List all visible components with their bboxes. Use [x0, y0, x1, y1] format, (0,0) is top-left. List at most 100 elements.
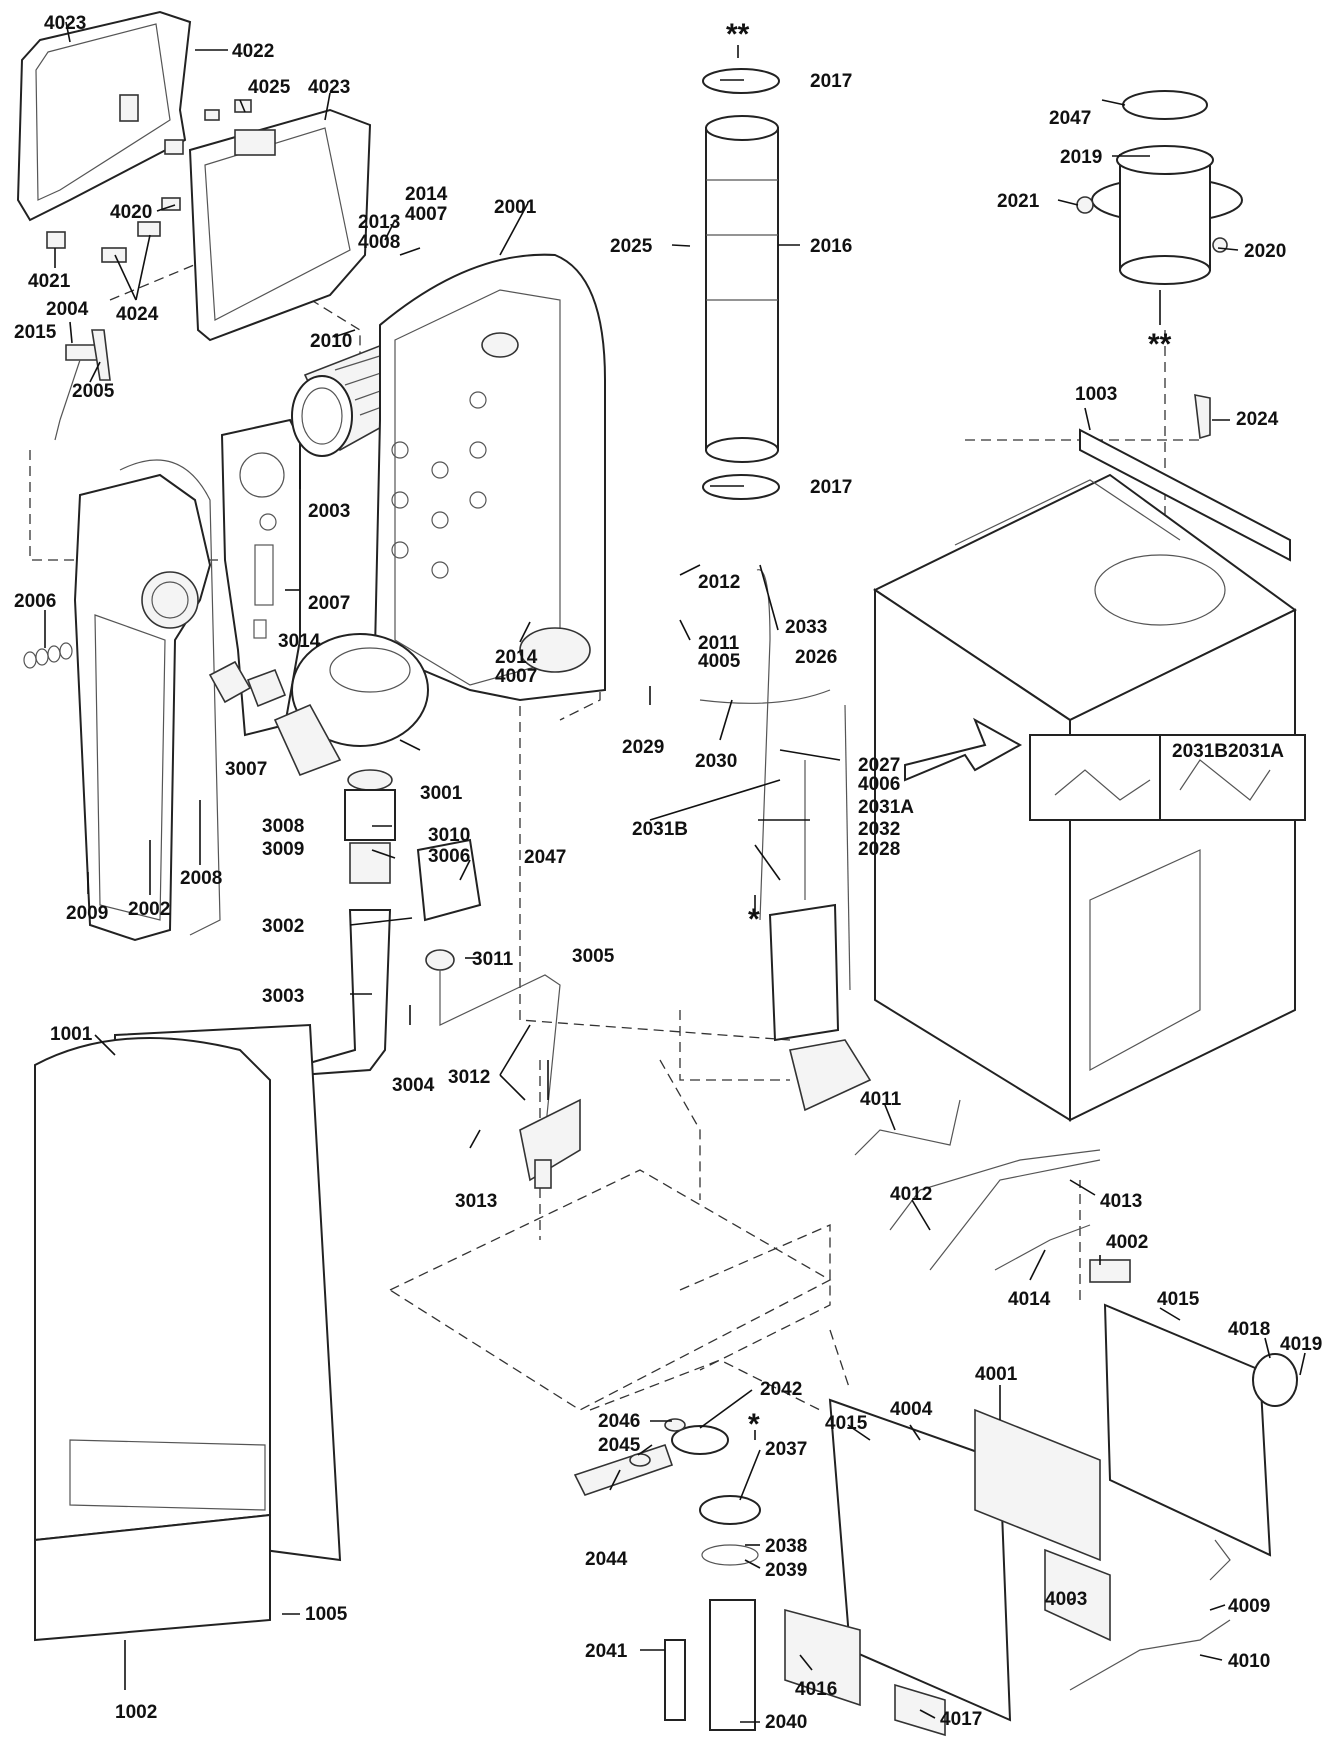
label-4011: 4011: [860, 1089, 902, 1110]
control-box-cover: [164, 99, 372, 342]
label-2046: 2046: [598, 1411, 641, 1432]
label-4020: 4020: [110, 202, 153, 223]
label-4024: 4024: [116, 304, 159, 325]
label-2028: 2028: [858, 839, 901, 860]
label-2040: 2040: [765, 1712, 808, 1733]
label-2007: 2007: [308, 593, 351, 614]
air-gas-venturi: [283, 769, 396, 1093]
label-3013: 3013: [455, 1191, 498, 1212]
label-4017: 4017: [940, 1709, 983, 1730]
label-4004: 4004: [890, 1399, 933, 1420]
label-4016: 4016: [795, 1679, 838, 1700]
condensate-trap: [699, 569, 872, 1112]
label-1003: 1003: [1075, 384, 1118, 405]
label-2038: 2038: [765, 1536, 808, 1557]
fan-gasket: [208, 660, 287, 708]
label-2032: 2032: [858, 819, 901, 840]
label-2014-b: 2014: [495, 647, 538, 668]
label-4023-b: 4023: [308, 77, 351, 98]
control-box: [784, 1303, 1298, 1737]
flue-adaptor: [1076, 90, 1243, 285]
label-2015: 2015: [14, 322, 57, 343]
label-1005: 1005: [305, 1604, 348, 1625]
label-2010: 2010: [310, 331, 353, 352]
label-4023-a: 4023: [44, 13, 87, 34]
base-plate: [388, 1169, 832, 1411]
condensate-outlet: [573, 1418, 761, 1731]
gas-valve: [416, 838, 482, 971]
label-3009: 3009: [262, 839, 305, 860]
label-4012: 4012: [890, 1184, 933, 1205]
label-2039: 2039: [765, 1560, 808, 1581]
label-3011: 3011: [472, 949, 514, 970]
label-2017-a: 2017: [810, 71, 853, 92]
label-2041: 2041: [585, 1641, 628, 1662]
label-3014: 3014: [278, 631, 321, 652]
label-4014: 4014: [1008, 1289, 1051, 1310]
label-2031B2031A: 2031B2031A: [1172, 741, 1284, 762]
label-2008: 2008: [180, 868, 223, 889]
label-4008: 4008: [358, 232, 401, 253]
label-4005: 4005: [698, 651, 741, 672]
label-2006: 2006: [14, 591, 57, 612]
label-2044: 2044: [585, 1549, 628, 1570]
label-3004: 3004: [392, 1075, 435, 1096]
label-2033: 2033: [785, 617, 828, 638]
connection-mark-single-left: *: [748, 903, 760, 936]
label-1001: 1001: [50, 1024, 93, 1045]
label-2042: 2042: [760, 1379, 803, 1400]
label-3008: 3008: [262, 816, 305, 837]
label-4003: 4003: [1045, 1589, 1088, 1610]
clip-detail-insets: [904, 717, 1306, 821]
label-4007-a: 4007: [405, 204, 448, 225]
label-2031B: 2031B: [632, 819, 688, 840]
connection-mark-double-top: **: [726, 18, 750, 51]
label-2005: 2005: [72, 381, 115, 402]
label-2029: 2029: [622, 737, 665, 758]
label-2047-a: 2047: [1049, 108, 1092, 129]
label-3002: 3002: [262, 916, 305, 937]
burner-door-plate: [73, 459, 221, 942]
label-2012: 2012: [698, 572, 741, 593]
label-3006: 3006: [428, 846, 471, 867]
label-2021: 2021: [997, 191, 1040, 212]
label-2011: 2011: [698, 633, 740, 654]
label-4021: 4021: [28, 271, 71, 292]
heat-exchanger: [373, 253, 606, 702]
label-1002: 1002: [115, 1702, 158, 1723]
label-2013: 2013: [358, 212, 401, 233]
label-2009: 2009: [66, 903, 109, 924]
label-3001: 3001: [420, 783, 463, 804]
label-2016: 2016: [810, 236, 853, 257]
connection-mark-single-bottom: *: [748, 1408, 760, 1441]
label-2025: 2025: [610, 236, 653, 257]
leader-lines: [44, 21, 1306, 1723]
label-4002: 4002: [1106, 1232, 1149, 1253]
label-4015-b: 4015: [825, 1413, 868, 1434]
label-4013: 4013: [1100, 1191, 1143, 1212]
label-4019: 4019: [1280, 1334, 1323, 1355]
label-2020: 2020: [1244, 241, 1287, 262]
label-2030: 2030: [695, 751, 738, 772]
label-4006: 4006: [858, 774, 901, 795]
label-2047-b: 2047: [524, 847, 567, 868]
combustion-fan: [273, 633, 429, 777]
label-2001: 2001: [494, 197, 537, 218]
label-4007-b: 4007: [495, 666, 538, 687]
connection-mark-double-bottom: **: [1148, 328, 1172, 361]
sight-glass-rings: [23, 642, 73, 669]
label-4001: 4001: [975, 1364, 1018, 1385]
front-casing-panel: [34, 1023, 342, 1642]
label-3003: 3003: [262, 986, 305, 1007]
label-2045: 2045: [598, 1435, 641, 1456]
control-box-rear-frame: [16, 10, 192, 222]
label-2027: 2027: [858, 755, 901, 776]
label-2019: 2019: [1060, 147, 1103, 168]
label-4009: 4009: [1228, 1596, 1271, 1617]
label-2003: 2003: [308, 501, 351, 522]
label-4022: 4022: [232, 41, 275, 62]
label-2014-a: 2014: [405, 184, 448, 205]
flue-pipe: [702, 68, 780, 500]
label-2002: 2002: [128, 899, 171, 920]
label-4025: 4025: [248, 77, 291, 98]
